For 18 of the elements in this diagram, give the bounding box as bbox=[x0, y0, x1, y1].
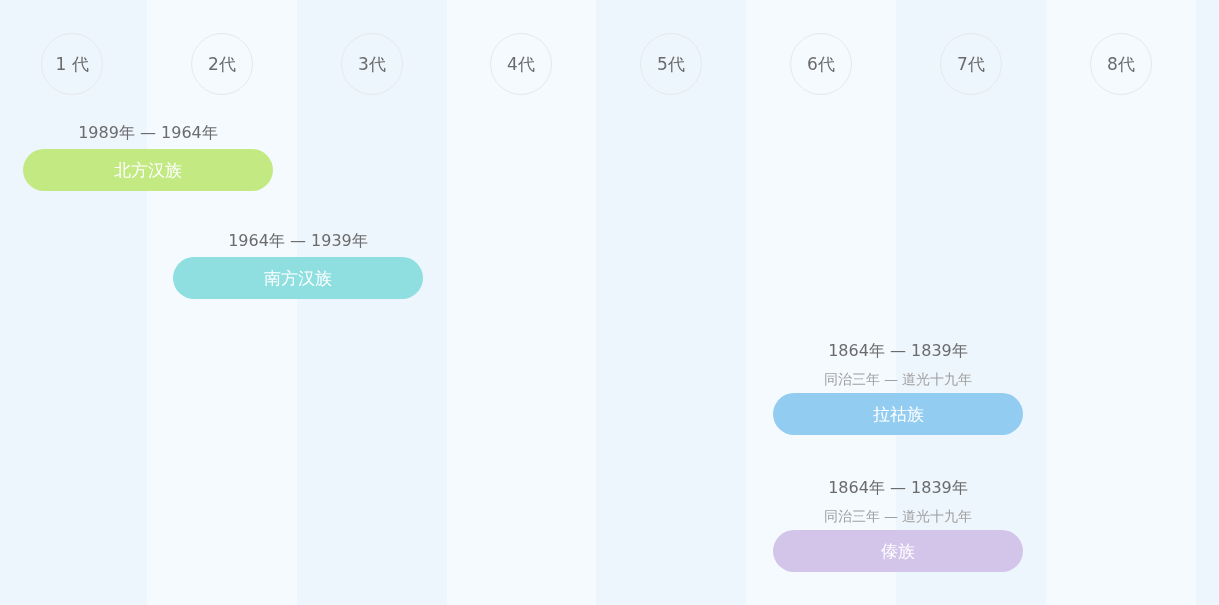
generation-label: 2代 bbox=[208, 53, 236, 75]
generation-label: 4代 bbox=[507, 53, 535, 75]
bar-label: 拉祜族 bbox=[872, 403, 924, 425]
reign-era-range: 同治三年 — 道光十九年 bbox=[823, 507, 973, 525]
bar-label: 傣族 bbox=[881, 540, 915, 562]
reign-era-range: 同治三年 — 道光十九年 bbox=[823, 370, 973, 388]
generation-label: 6代 bbox=[807, 53, 835, 75]
year-range: 1864年 — 1839年 bbox=[828, 340, 968, 362]
year-range: 1964年 — 1939年 bbox=[228, 230, 368, 252]
generation-label: 3代 bbox=[358, 53, 386, 75]
bar-label: 北方汉族 bbox=[114, 159, 182, 181]
year-range: 1864年 — 1839年 bbox=[828, 477, 968, 499]
generation-label: 7代 bbox=[957, 53, 985, 75]
bar-label: 南方汉族 bbox=[264, 267, 332, 289]
generation-label: 1 代 bbox=[55, 53, 89, 75]
year-range: 1989年 — 1964年 bbox=[78, 122, 218, 144]
generation-label: 5代 bbox=[657, 53, 685, 75]
generation-label: 8代 bbox=[1107, 53, 1135, 75]
